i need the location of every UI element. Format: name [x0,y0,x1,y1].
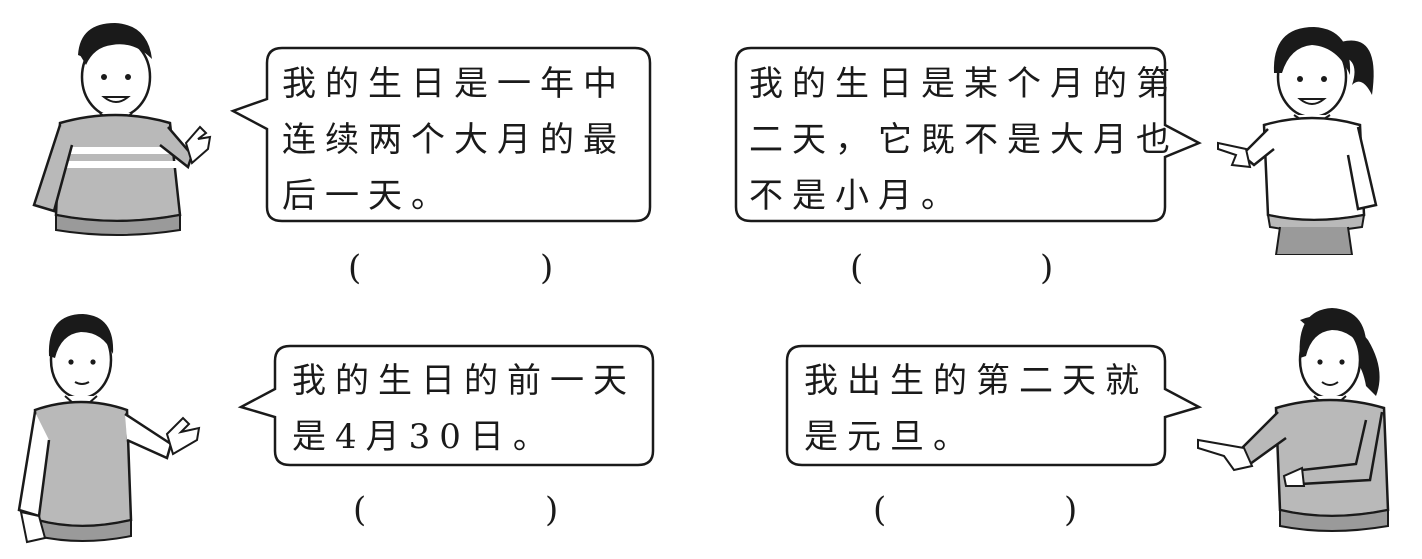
boy-figure-top-left [20,15,220,240]
girl-figure-bottom-right [1190,300,1400,555]
answer-close-paren: ) [1040,248,1054,288]
speech-bubble-top-right: 我的生日是某个月的第 二天，它既不是大月也 不是小月。 [733,45,1203,225]
bubble-line: 我的生日是某个月的第 [749,64,1179,104]
girl-figure-top-right [1212,15,1392,255]
bubble-line: 后一天。 [282,176,454,216]
speech-bubble-outline [237,344,655,467]
bubble-line: 不是小月。 [749,176,964,216]
bubble-line: 我的生日是一年中 [282,64,626,104]
boy-figure-bottom-left [15,310,215,555]
answer-open-paren: ( [353,490,367,530]
bubble-line: 连续两个大月的最 [282,120,626,160]
bubble-line: 二天，它既不是大月也 [749,120,1179,160]
speech-bubble-outline [734,46,1202,223]
speech-bubble-bottom-left: 我的生日的前一天 是4月30日。 [237,343,658,469]
speech-bubble-outline [229,46,652,223]
speech-bubble-bottom-right: 我出生的第二天就 是元旦。 [784,343,1204,469]
bubble-line: 我的生日的前一天 [292,361,636,401]
bubble-line: 我出生的第二天就 [804,361,1148,401]
answer-open-paren: ( [850,248,864,288]
speech-bubble-top-left: 我的生日是一年中 连续两个大月的最 后一天。 [229,45,655,225]
speech-bubble-outline [785,344,1203,467]
answer-close-paren: ) [545,490,559,530]
bubble-line: 是元旦。 [804,417,976,457]
answer-open-paren: ( [348,248,362,288]
answer-open-paren: ( [873,490,887,530]
answer-close-paren: ) [540,248,554,288]
answer-close-paren: ) [1064,490,1078,530]
bubble-line: 是4月30日。 [292,417,556,457]
